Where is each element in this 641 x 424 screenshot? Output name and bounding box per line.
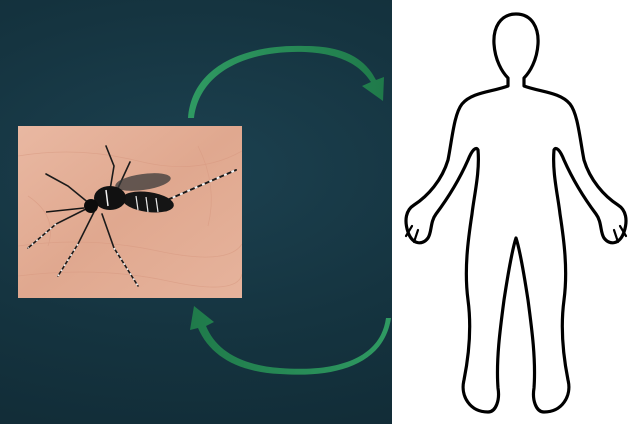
human-body-outline-icon [392,0,641,424]
mosquito-photo [18,126,242,298]
human-outline-panel [392,0,641,424]
